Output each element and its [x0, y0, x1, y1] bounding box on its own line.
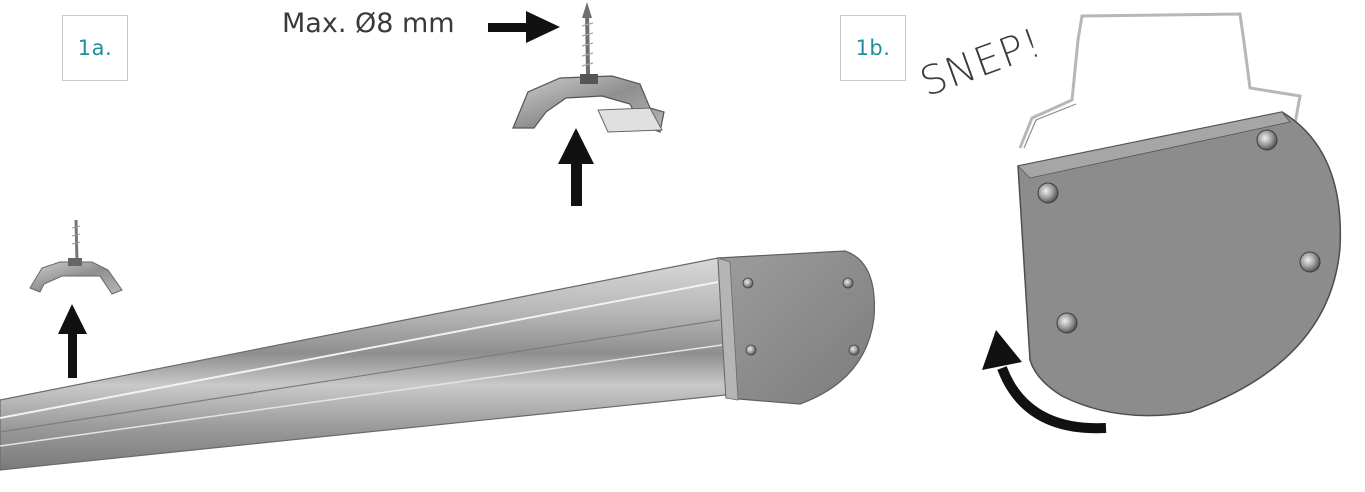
luminaire-profile	[0, 257, 727, 471]
mounting-clip-icon	[512, 74, 665, 133]
arrow-up-icon	[558, 128, 594, 206]
screw-head-icon	[848, 344, 860, 356]
mounting-clip-icon	[29, 219, 123, 295]
bracket-outline	[1018, 12, 1302, 149]
screw-icon	[581, 2, 594, 75]
step-label-1a: 1a.	[62, 15, 128, 81]
end-cap-detail	[1017, 111, 1342, 417]
screw-head-icon	[742, 277, 754, 289]
screw-head-icon	[745, 344, 757, 356]
arrow-right-icon	[488, 11, 560, 43]
screw-head-icon	[1037, 182, 1059, 204]
screw-head-icon	[1299, 251, 1321, 273]
screw-head-icon	[1056, 312, 1078, 334]
max-screw-diameter-note: Max. Ø8 mm	[282, 8, 455, 39]
profile-end-cap	[717, 250, 876, 405]
curved-arrow-icon	[982, 330, 1107, 434]
screw-head-icon	[1256, 129, 1278, 151]
screw-head-icon	[842, 277, 854, 289]
step-label-1b: 1b.	[840, 15, 906, 81]
arrow-up-icon	[58, 304, 87, 378]
